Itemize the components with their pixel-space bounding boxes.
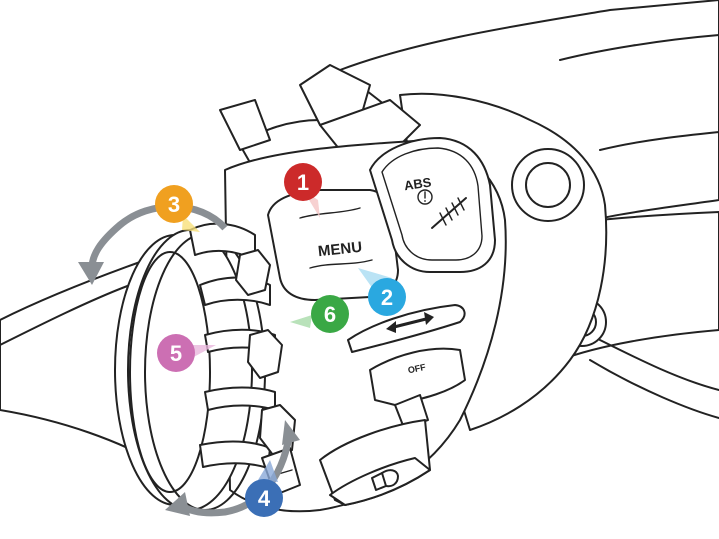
callout-number-4: 4 (258, 486, 271, 511)
callout-6: 6 (311, 295, 349, 333)
callout-3: 3 (155, 185, 193, 223)
callout-number-6: 6 (324, 302, 336, 327)
callout-number-5: 5 (170, 341, 182, 366)
callout-1: 1 (284, 163, 322, 201)
callout-number-1: 1 (297, 170, 309, 195)
callout-4: 4 (245, 479, 283, 517)
callout-5: 5 (157, 334, 195, 372)
callout-number-2: 2 (381, 285, 393, 310)
callout-2: 2 (368, 278, 406, 316)
callout-number-3: 3 (168, 192, 180, 217)
